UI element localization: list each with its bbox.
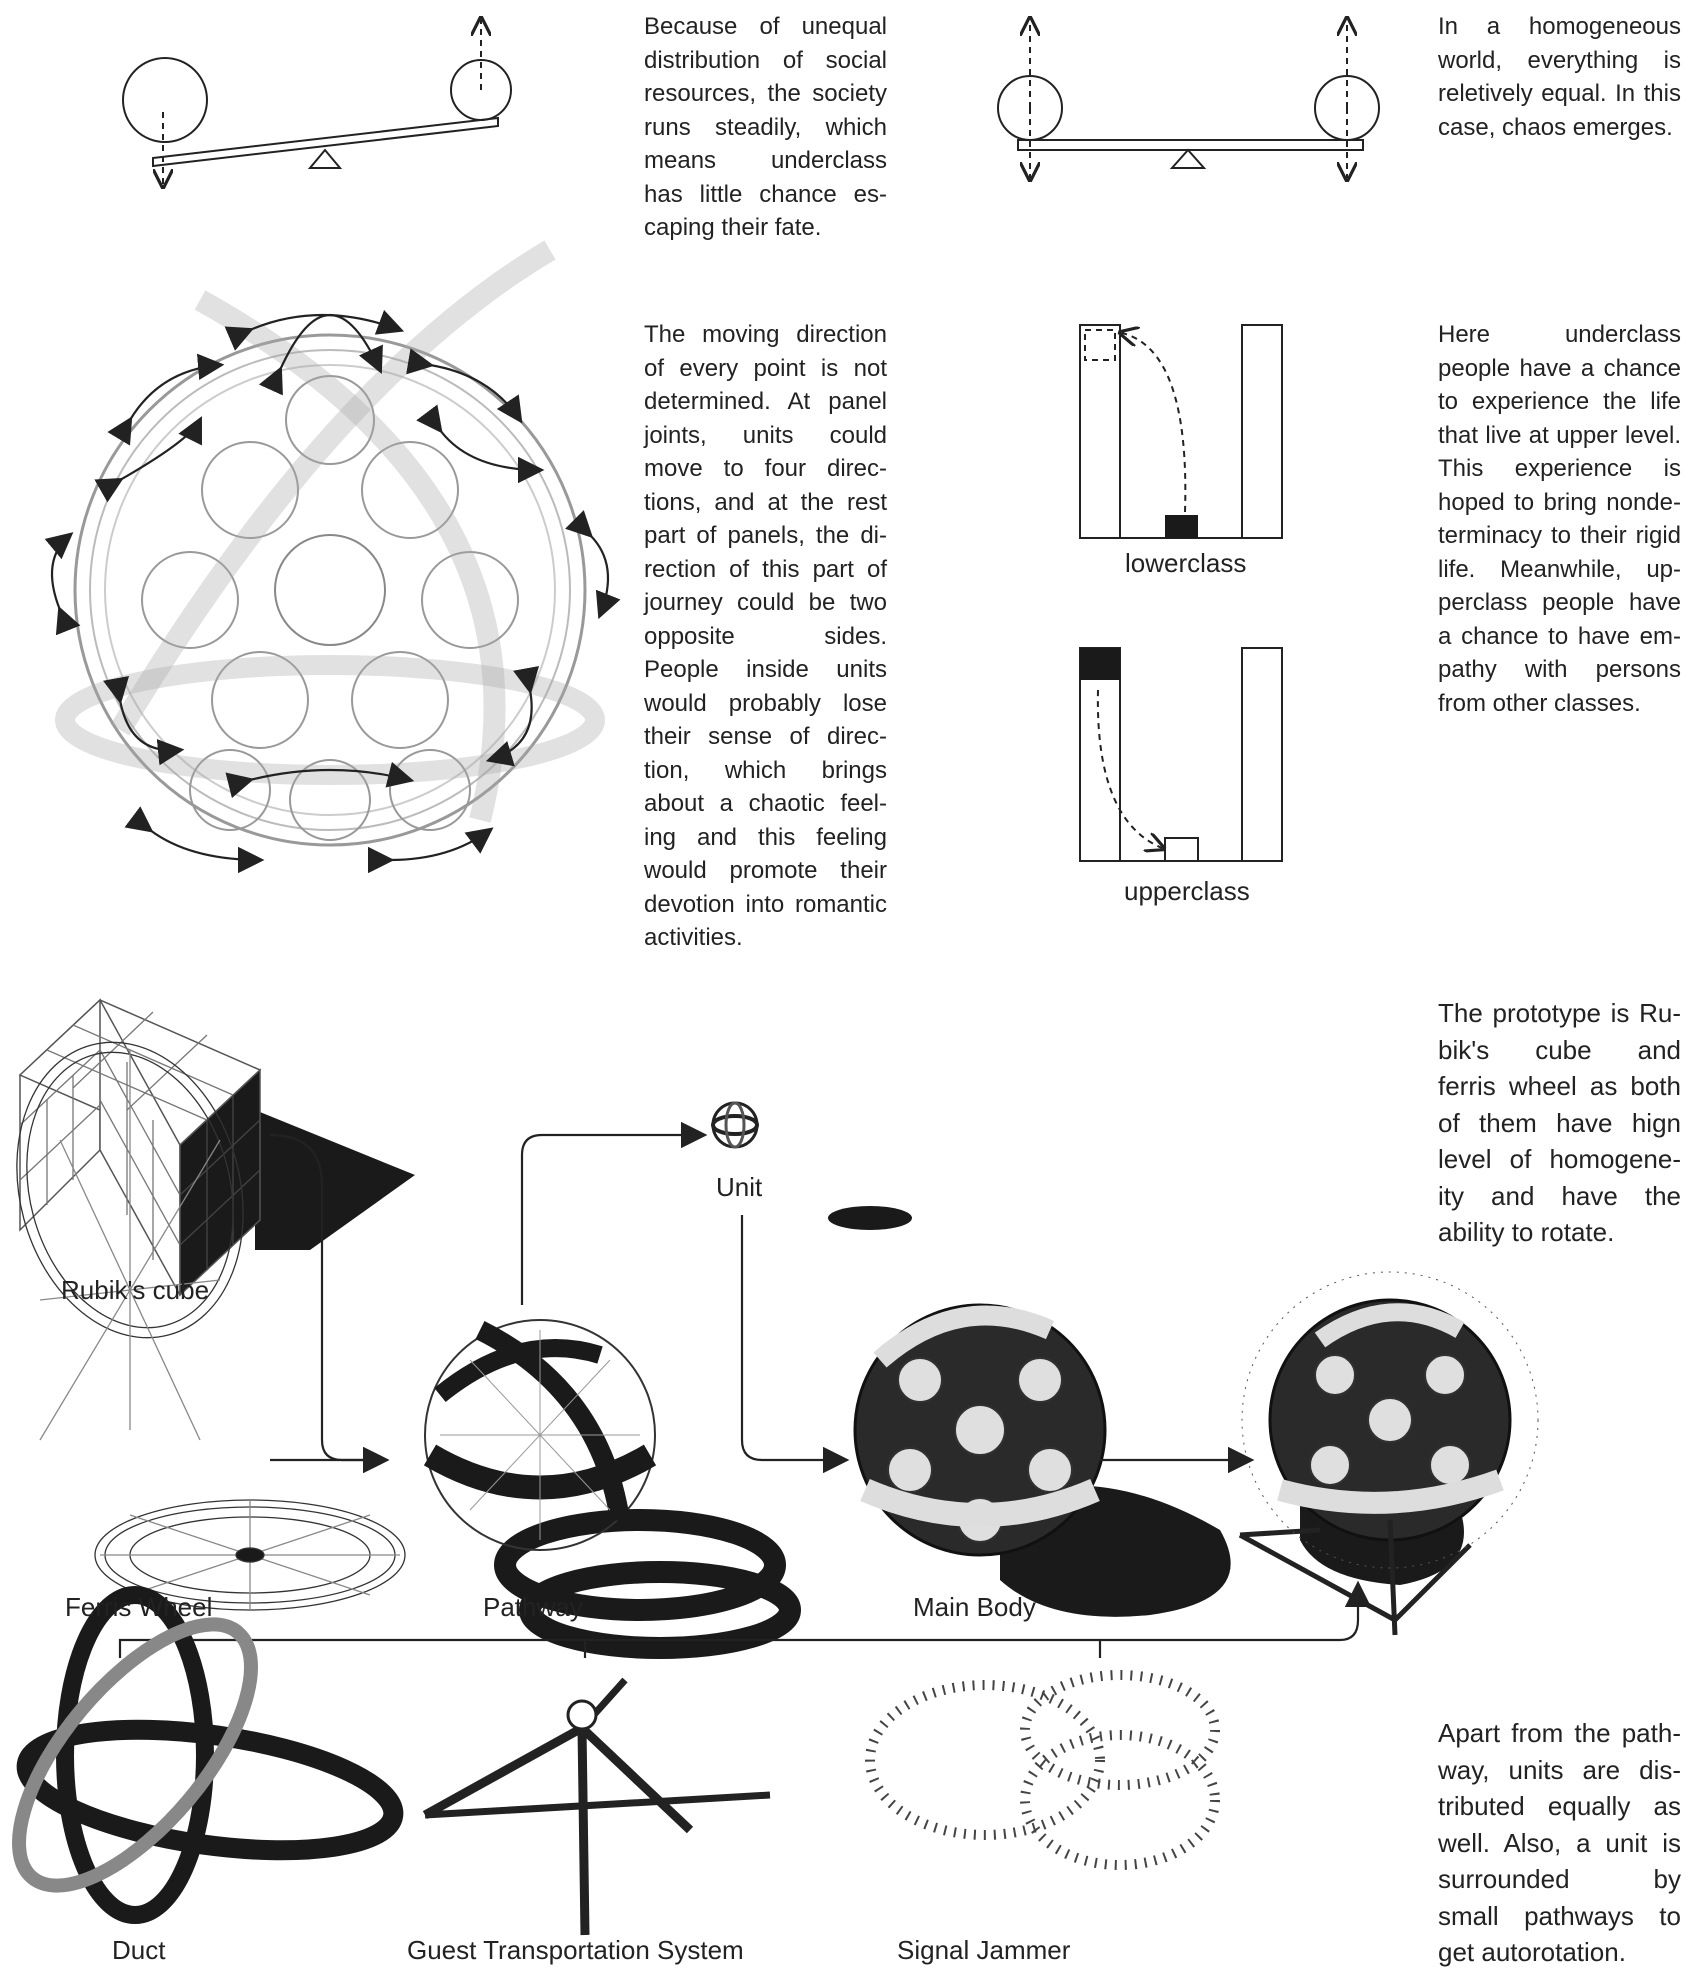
upperclass-label: upperclass — [1124, 876, 1250, 906]
pathway-drawing — [423, 1319, 801, 1659]
prototype-text: The prototype is Ru- bik's cube and ferr… — [1438, 998, 1681, 1247]
seesaw-unequal-text: Because of unequal distribution of socia… — [644, 13, 887, 241]
main-body-drawing — [853, 1303, 1231, 1617]
unit-label: Unit — [716, 1172, 763, 1202]
process-arrows — [118, 1121, 1372, 1658]
duct-label: Duct — [112, 1935, 166, 1965]
ferris-wheel-drawing — [16, 1041, 406, 1611]
duct-drawing — [12, 1586, 404, 1924]
main-body-label: Main Body — [913, 1592, 1036, 1622]
seesaw-equal-text: In a homogeneous world, everything is re… — [1438, 13, 1681, 141]
seesaw-equal-diagram — [997, 20, 1380, 178]
upperclass-diagram — [1079, 647, 1283, 862]
rubiks-cube-label: Rubik's cube — [61, 1275, 210, 1305]
moving-direction-text: The moving direction of every point is n… — [644, 321, 887, 951]
rubiks-cube-drawing — [18, 998, 415, 1297]
lowerclass-diagram — [1079, 324, 1283, 539]
chaotic-sphere-diagram — [44, 240, 621, 874]
signal-jammer-label: Signal Jammer — [897, 1935, 1071, 1965]
apart-text: Apart from the path- way, units are dis-… — [1438, 1718, 1681, 1967]
pathway-label: Pathway — [483, 1592, 583, 1622]
underclass-chance-text: Here underclass people have a chance to … — [1438, 321, 1681, 717]
ferris-wheel-label: Ferris Wheel — [65, 1592, 213, 1622]
guest-transport-drawing — [422, 1677, 771, 1936]
guest-transport-label: Guest Transportation System — [407, 1935, 744, 1965]
unit-drawing — [711, 1101, 912, 1230]
lowerclass-label: lowerclass — [1125, 548, 1247, 578]
signal-jammer-drawing — [865, 1670, 1220, 1870]
seesaw-unequal-diagram — [122, 20, 512, 185]
final-assembly-drawing — [1238, 1271, 1539, 1636]
